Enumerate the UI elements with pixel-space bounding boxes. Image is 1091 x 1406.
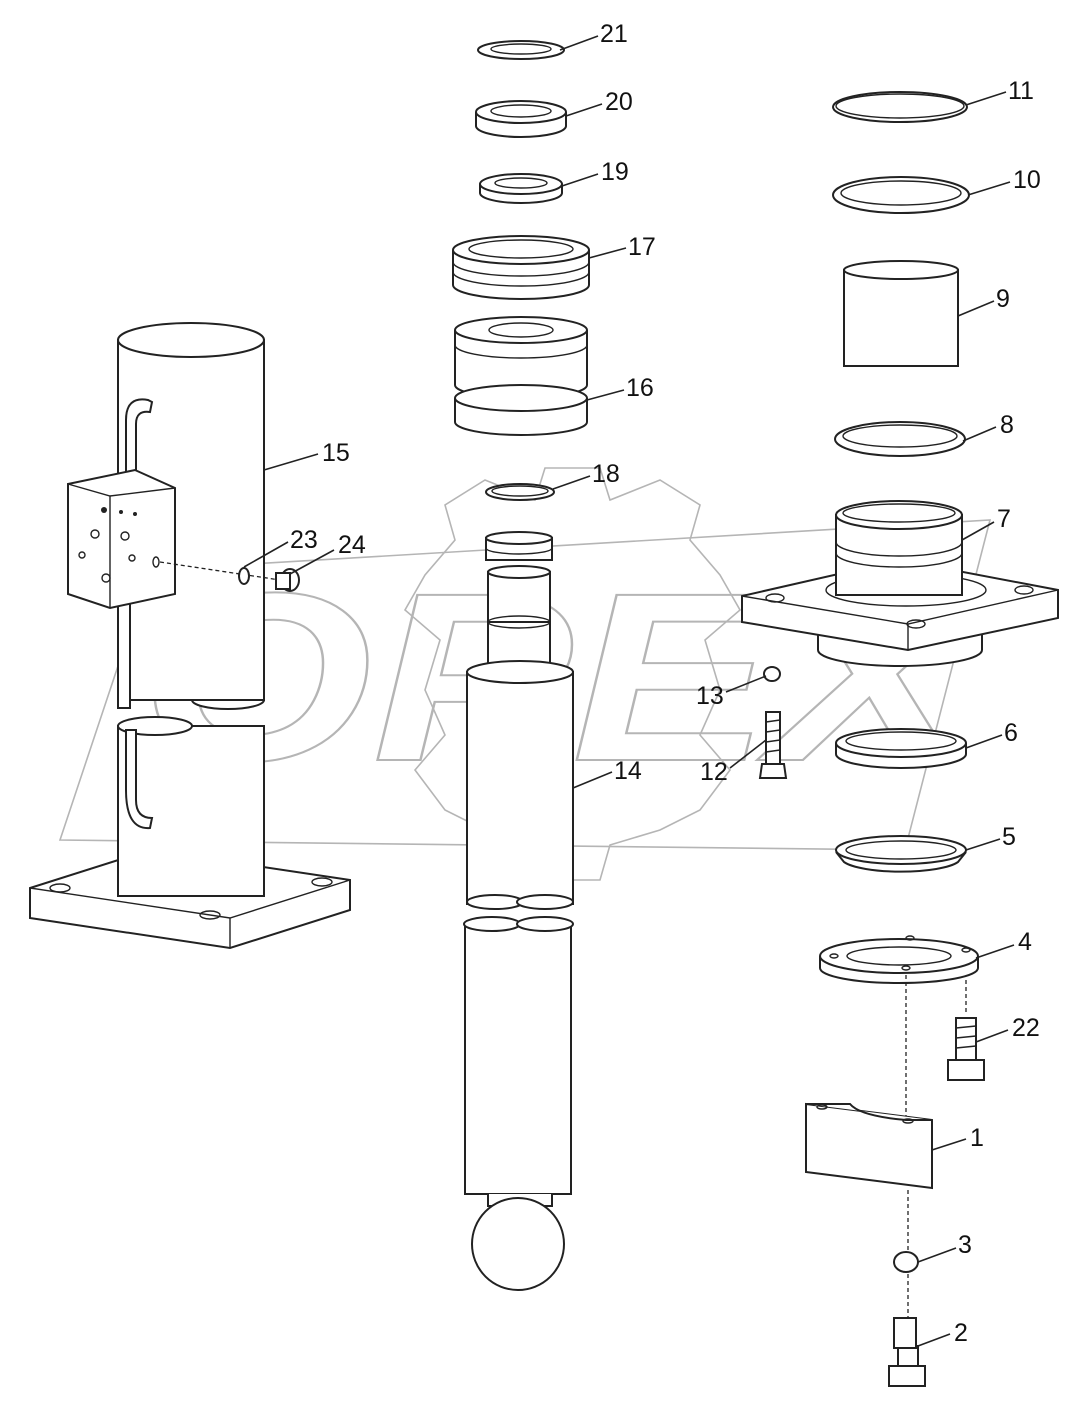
part-4-retainer-plate	[819, 935, 979, 1120]
callout-6: 6	[1004, 719, 1018, 747]
part-11-ring	[832, 91, 968, 123]
part-15-cylinder-body	[29, 322, 351, 950]
part-24-plug	[275, 568, 300, 592]
part-21-washer	[477, 40, 565, 60]
callout-11: 11	[1008, 77, 1034, 105]
part-5-seal	[835, 835, 967, 873]
part-19-ring	[479, 173, 563, 204]
callout-16: 16	[626, 374, 654, 402]
callout-14: 14	[614, 757, 642, 785]
callout-9: 9	[996, 285, 1010, 313]
part-3-washer	[893, 1251, 919, 1273]
callout-7: 7	[997, 505, 1011, 533]
callout-3: 3	[958, 1231, 972, 1259]
callout-18: 18	[592, 460, 620, 488]
part-1-segment	[805, 1102, 933, 1380]
part-8-ring	[834, 421, 966, 457]
callout-2: 2	[954, 1319, 968, 1347]
callout-15: 15	[322, 439, 350, 467]
callout-17: 17	[628, 233, 656, 261]
part-10-ring	[832, 176, 970, 214]
part-9-sleeve	[843, 260, 959, 367]
callout-1: 1	[970, 1124, 984, 1152]
part-2-screw	[888, 1317, 926, 1387]
part-6-seal	[835, 728, 967, 769]
callout-13: 13	[696, 682, 724, 710]
callout-4: 4	[1018, 928, 1032, 956]
callout-5: 5	[1002, 823, 1016, 851]
part-12-bolt	[758, 711, 788, 779]
callout-22: 22	[1012, 1014, 1040, 1042]
part-18-seal	[485, 483, 555, 501]
callout-8: 8	[1000, 411, 1014, 439]
callout-23: 23	[290, 526, 318, 554]
callout-10: 10	[1013, 166, 1041, 194]
callout-19: 19	[601, 158, 629, 186]
part-17-collar	[452, 235, 590, 300]
part-7-flange-housing	[741, 500, 1059, 667]
callout-21: 21	[600, 20, 628, 48]
part-20-ring	[475, 100, 567, 138]
part-16-piston	[454, 316, 588, 436]
callout-labels: 21 20 19 17 16 18 14 15 23 24 11 10 9 8 …	[290, 20, 1041, 1347]
part-22-screw	[947, 1017, 985, 1081]
part-14-rod	[463, 531, 574, 1291]
callout-12: 12	[700, 758, 728, 786]
callout-20: 20	[605, 88, 633, 116]
part-23-seal-ring	[159, 561, 281, 585]
callout-24: 24	[338, 531, 366, 559]
leader-lines	[243, 35, 1015, 1347]
part-13-washer	[763, 666, 781, 682]
